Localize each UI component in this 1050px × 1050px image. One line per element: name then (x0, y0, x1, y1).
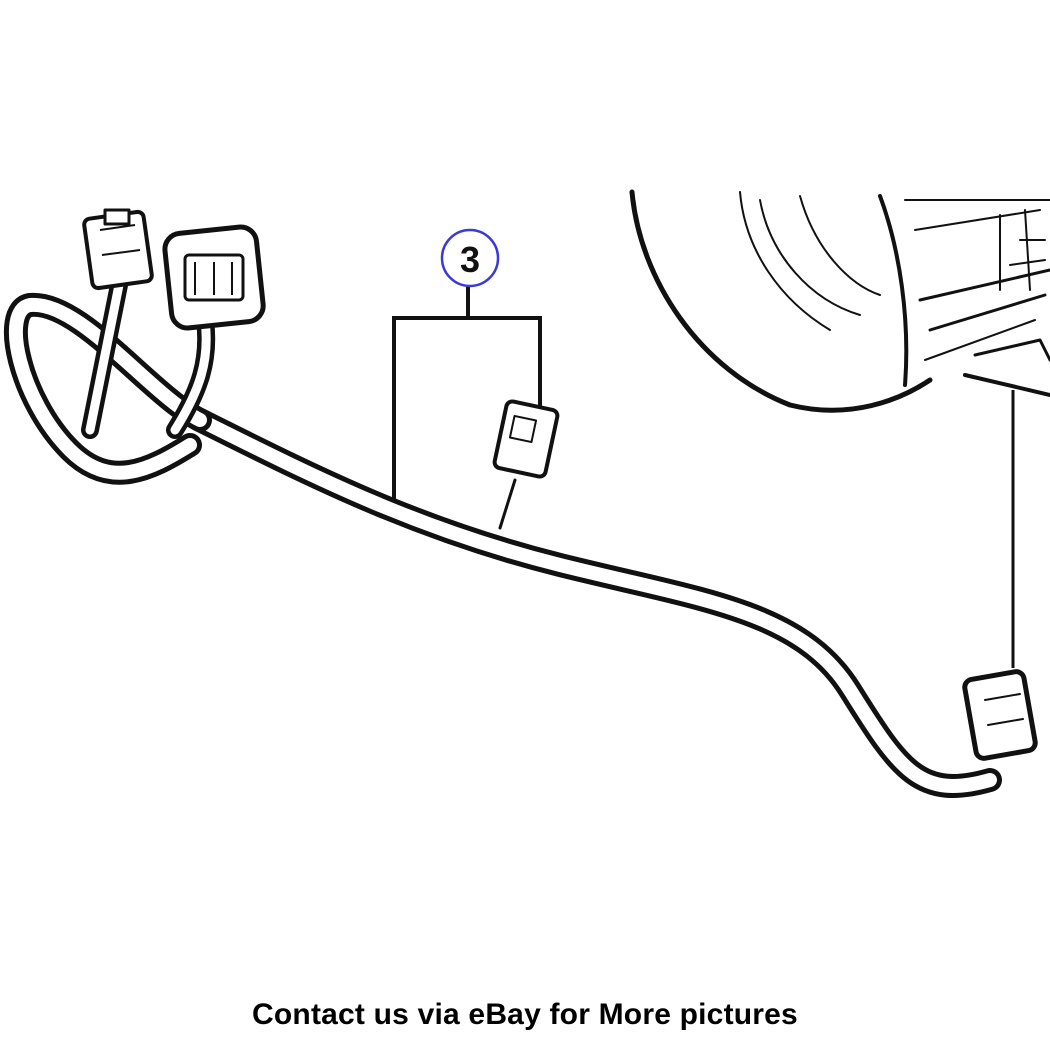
connector-small-left (82, 208, 154, 291)
blower-motor-housing (629, 189, 1050, 413)
callout-circle (440, 228, 500, 288)
connector-middle (492, 399, 560, 530)
callout-bracket (392, 286, 542, 500)
harness-cable (4, 271, 1002, 798)
footer-caption: Contact us via eBay for More pictures (252, 998, 798, 1031)
connector-right (962, 669, 1038, 761)
connector-large (162, 224, 266, 331)
callout-number: 3 (460, 239, 480, 280)
